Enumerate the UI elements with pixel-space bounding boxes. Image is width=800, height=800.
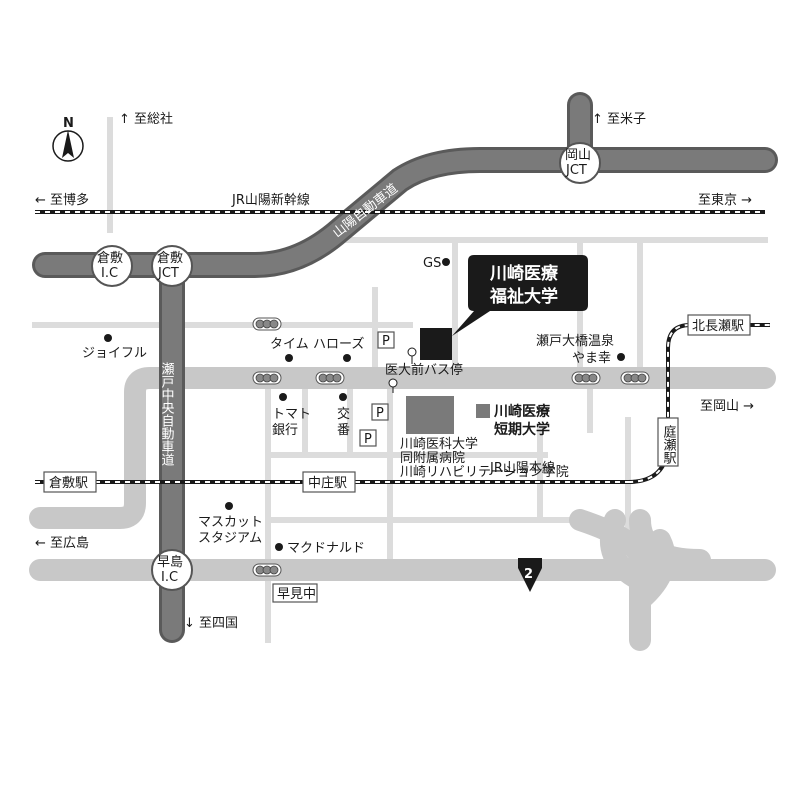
svg-text:倉敷: 倉敷 — [97, 251, 123, 266]
signal-icon — [620, 371, 650, 385]
svg-text:川崎医科大学: 川崎医科大学 — [400, 436, 478, 452]
bus-stop-icon — [388, 347, 417, 393]
dir-okayama: 至岡山 → — [700, 399, 754, 414]
svg-text:スタジアム: スタジアム — [198, 531, 262, 546]
station-kitanagase: 北長瀬駅 — [687, 314, 751, 336]
landmark-tomato-bank: トマト 銀行 — [272, 393, 311, 438]
svg-text:P: P — [382, 334, 390, 349]
svg-text:ハローズ: ハローズ — [313, 336, 364, 352]
target-name-line2: 福祉大学 — [489, 286, 558, 307]
svg-text:中庄駅: 中庄駅 — [308, 475, 347, 491]
dir-hiroshima: ← 至広島 — [35, 536, 89, 551]
dir-yonago: ↑ 至米子 — [592, 112, 646, 127]
main-roads — [29, 367, 776, 651]
landmark-time: タイム — [270, 337, 309, 362]
svg-text:短期大学: 短期大学 — [494, 421, 550, 438]
traffic-signals — [252, 317, 650, 577]
landmark-mascut-stadium: マスカット スタジアム — [198, 502, 263, 546]
parking-icon: P — [371, 403, 389, 421]
svg-text:庭瀬駅: 庭瀬駅 — [661, 424, 677, 465]
svg-text:番: 番 — [337, 423, 350, 438]
signal-icon — [252, 317, 282, 331]
target-callout: 川崎医療 福祉大学 — [452, 255, 588, 336]
shinkansen-label: JR山陽新幹線 — [231, 192, 310, 208]
svg-text:早見中: 早見中 — [277, 587, 316, 602]
seto-chuo-expressway-label: 瀬戸中央自動車道 — [159, 362, 175, 466]
svg-text:川崎リハビリテーション学院: 川崎リハビリテーション学院 — [400, 464, 569, 480]
svg-text:川崎医療: 川崎医療 — [493, 403, 551, 420]
route-number: 2 — [524, 567, 533, 582]
signal-icon — [252, 371, 282, 385]
landmark-harose: ハローズ — [313, 336, 364, 362]
jct-okayama: 岡山 JCT — [559, 142, 601, 184]
landmark-mcdonalds: マクドナルド — [275, 541, 365, 556]
ic-hayashima: 早島 I.C — [151, 549, 193, 591]
target-name-line1: 川崎医療 — [489, 263, 559, 284]
bus-stop-label: 医大前バス停 — [385, 362, 463, 378]
svg-text:タイム: タイム — [270, 337, 309, 352]
parking-icon: P — [359, 429, 377, 447]
sanyo-main-label: JR山陽本線 — [489, 460, 555, 476]
svg-text:P: P — [364, 432, 372, 447]
svg-text:マクドナルド: マクドナルド — [287, 541, 365, 556]
svg-text:マスカット: マスカット — [198, 515, 263, 530]
svg-text:岡山: 岡山 — [565, 148, 591, 163]
hospital-building — [406, 396, 454, 434]
svg-text:ジョイフル: ジョイフル — [82, 346, 147, 361]
target-building — [420, 328, 452, 360]
svg-text:I.C: I.C — [101, 266, 118, 281]
svg-text:倉敷: 倉敷 — [157, 251, 183, 266]
landmark-onsen: 瀬戸大橋温泉 やま幸 — [536, 333, 625, 366]
station-nakasho: 中庄駅 — [302, 471, 356, 493]
ic-kurashiki: 倉敷 I.C — [91, 245, 133, 287]
station-kurashiki: 倉敷駅 — [43, 471, 97, 493]
landmark-joyful: ジョイフル — [82, 334, 147, 361]
svg-text:倉敷駅: 倉敷駅 — [49, 476, 88, 491]
svg-text:北長瀬駅: 北長瀬駅 — [692, 319, 744, 334]
station-niwase: 庭瀬駅 — [657, 417, 679, 467]
landmark-junior-college: 川崎医療 短期大学 — [493, 403, 551, 438]
seto-chuo-text: 瀬戸中央自動車道 — [159, 362, 175, 466]
intersection-hayashima-naka: 早見中 — [272, 583, 318, 603]
dir-hakata: ← 至博多 — [35, 192, 89, 208]
parking-icon: P — [377, 331, 395, 349]
junior-college-marker — [476, 404, 490, 418]
svg-text:P: P — [376, 406, 384, 421]
svg-text:銀行: 銀行 — [272, 423, 298, 438]
svg-text:GS: GS — [423, 256, 441, 271]
jct-kurashiki: 倉敷 JCT — [151, 245, 193, 287]
svg-text:同附属病院: 同附属病院 — [400, 451, 465, 466]
signal-icon — [315, 371, 345, 385]
landmark-koban: 交 番 — [337, 393, 350, 438]
landmark-gs: GS — [423, 256, 450, 271]
route-2-shield: 2 — [518, 558, 542, 592]
svg-text:トマト: トマト — [272, 407, 311, 422]
compass-letter: N — [63, 116, 74, 131]
svg-text:交: 交 — [337, 406, 350, 422]
north-arrow-icon: N — [52, 116, 84, 162]
dir-shikoku: ↓ 至四国 — [184, 616, 238, 631]
landmark-hospital: 川崎医科大学 同附属病院 川崎リハビリテーション学院 — [400, 436, 569, 480]
svg-text:早島: 早島 — [157, 555, 183, 570]
signal-icon — [252, 563, 282, 577]
svg-text:瀬戸大橋温泉: 瀬戸大橋温泉 — [536, 333, 614, 349]
svg-text:JCT: JCT — [157, 266, 179, 281]
signal-icon — [571, 371, 601, 385]
svg-text:やま幸: やま幸 — [572, 351, 611, 366]
direction-labels: ↑ 至総社 ↑ 至米子 ← 至博多 至東京 → ← 至広島 至岡山 → ↓ 至四… — [35, 111, 754, 631]
svg-text:JCT: JCT — [565, 163, 587, 178]
dir-sosha: ↑ 至総社 — [119, 111, 173, 127]
svg-text:I.C: I.C — [161, 570, 178, 585]
dir-tokyo: 至東京 → — [698, 192, 752, 208]
